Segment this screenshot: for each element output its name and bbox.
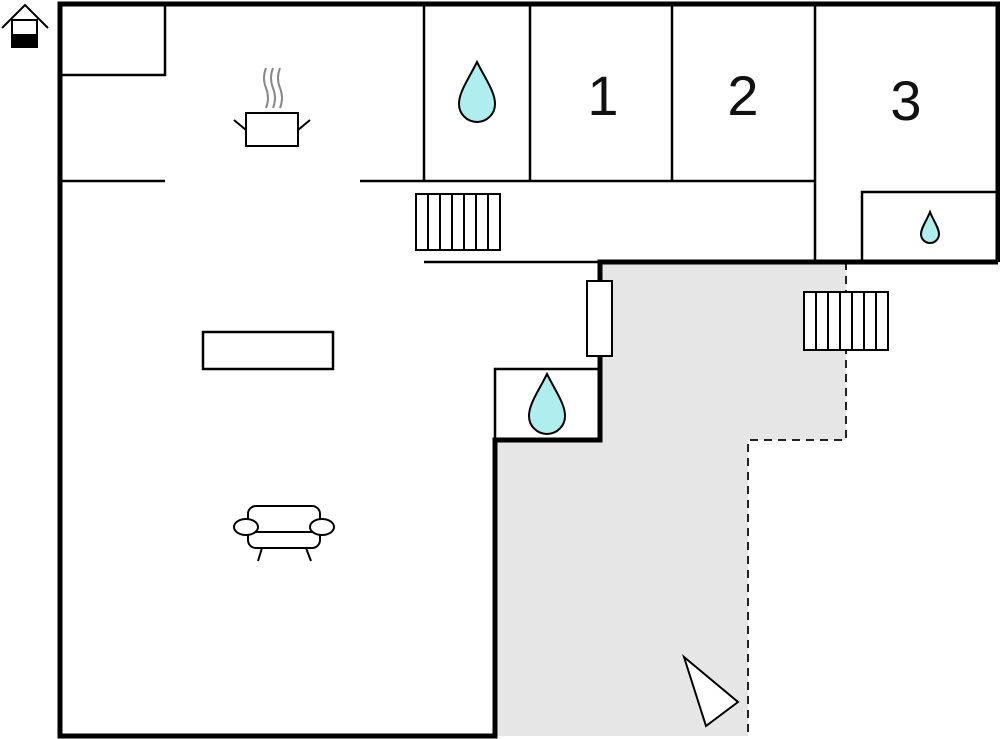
room-label-1: 1 xyxy=(587,64,618,127)
terrace-area xyxy=(495,262,846,736)
compass-icon xyxy=(682,654,740,728)
water-drop-icon xyxy=(457,59,497,123)
window xyxy=(586,280,613,357)
water-drop-icon xyxy=(919,209,941,244)
sofa-icon xyxy=(233,505,335,562)
house-level-icon xyxy=(1,3,49,48)
inner-walls xyxy=(60,4,998,440)
stairs-icon xyxy=(415,193,501,251)
cooking-pot-icon xyxy=(233,67,311,147)
room-label-3: 3 xyxy=(890,69,921,132)
water-drop-icon xyxy=(527,371,567,435)
stairs-icon xyxy=(803,291,889,351)
room-label-2: 2 xyxy=(727,64,758,127)
table-icon xyxy=(201,330,335,371)
